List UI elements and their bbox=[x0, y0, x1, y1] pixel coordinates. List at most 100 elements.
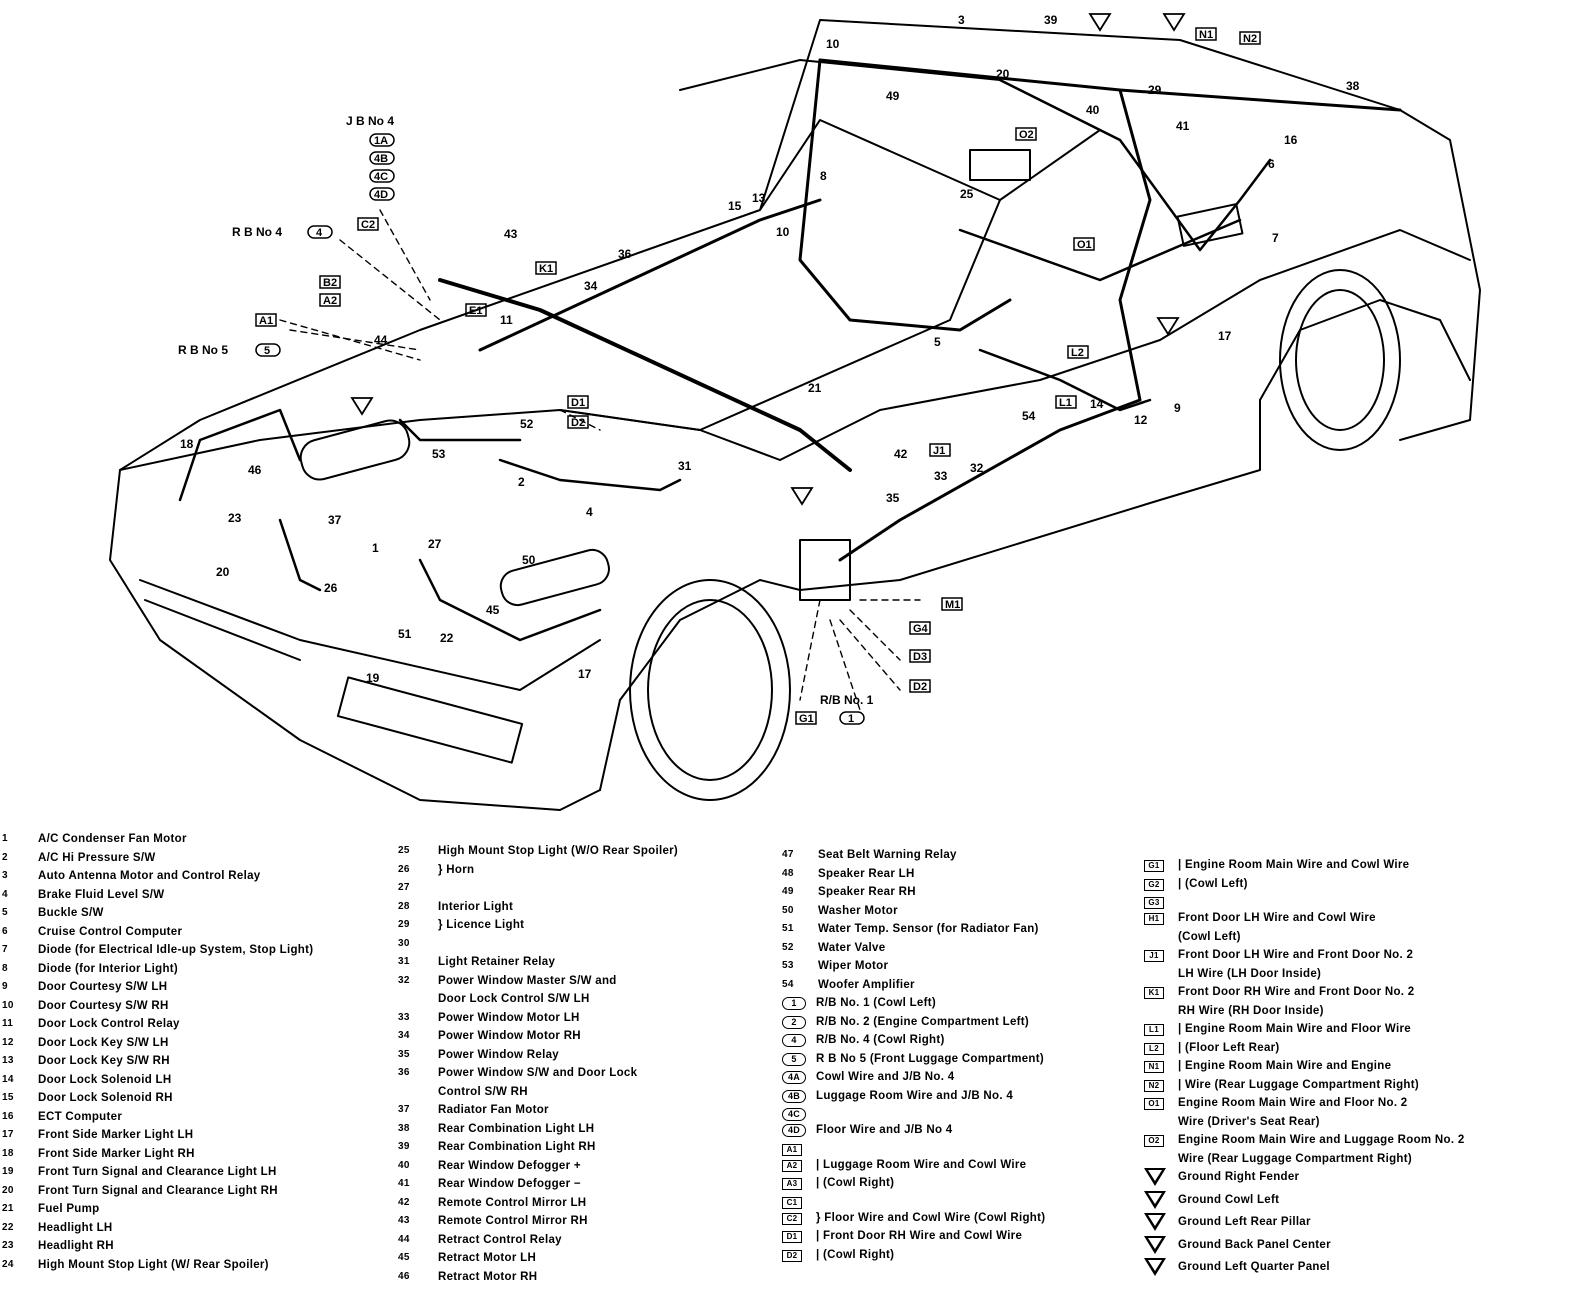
legend-item: Ground Cowl Left bbox=[1144, 1190, 1564, 1210]
legend-number: 23 bbox=[2, 1240, 14, 1251]
svg-text:15: 15 bbox=[728, 199, 742, 213]
relay-block-symbol-icon: 4A bbox=[782, 1068, 816, 1084]
svg-text:44: 44 bbox=[374, 333, 388, 347]
legend-number: 6 bbox=[2, 925, 8, 937]
legend-text: Brake Fluid Level S/W bbox=[38, 888, 165, 901]
legend-item: Ground Left Rear Pillar bbox=[1144, 1213, 1564, 1232]
legend-text: Front Door LH Wire and Front Door No. 2 … bbox=[1178, 949, 1414, 980]
legend-number: 12 bbox=[2, 1036, 14, 1048]
legend-number: 8 bbox=[2, 962, 8, 974]
legend-text: Door Lock Control Relay bbox=[38, 1018, 180, 1030]
conn-n1: N1 bbox=[1199, 29, 1213, 41]
svg-text:20: 20 bbox=[996, 67, 1010, 81]
svg-text:9: 9 bbox=[1174, 401, 1181, 415]
conn-a2: A2 bbox=[323, 295, 337, 307]
conn-l2: L2 bbox=[1071, 347, 1084, 359]
connector-symbol-icon: L1 bbox=[1144, 1020, 1178, 1036]
legend-item: N1| Engine Room Main Wire and Engine bbox=[1144, 1057, 1564, 1076]
legend-item: 15 Door Lock Solenoid RH bbox=[2, 1089, 382, 1108]
legend-number: 25 bbox=[398, 845, 410, 856]
svg-text:39: 39 bbox=[1044, 13, 1058, 27]
svg-text:20: 20 bbox=[216, 565, 230, 579]
svg-text:11: 11 bbox=[500, 313, 513, 327]
svg-text:43: 43 bbox=[504, 227, 518, 241]
legend-text: Door Lock Solenoid RH bbox=[38, 1092, 173, 1104]
legend-text: Front Side Marker Light LH bbox=[38, 1129, 194, 1141]
legend-number: 34 bbox=[398, 1030, 410, 1041]
legend-number: 29 bbox=[398, 919, 410, 930]
svg-text:1: 1 bbox=[372, 541, 379, 555]
rb-no4-label: R B No 4 bbox=[232, 225, 282, 239]
legend-number: 45 bbox=[398, 1252, 410, 1263]
legend-text: R/B No. 1 (Cowl Left) bbox=[816, 997, 937, 1009]
legend-text: | Wire (Rear Luggage Compartment Right) bbox=[1178, 1078, 1419, 1091]
connector-symbol-icon: N1 bbox=[1144, 1057, 1178, 1073]
legend-text: Wiper Motor bbox=[818, 960, 889, 972]
legend-number: 14 bbox=[2, 1073, 14, 1085]
svg-text:49: 49 bbox=[886, 89, 900, 103]
legend-text: Speaker Rear RH bbox=[818, 886, 916, 898]
conn-o1: O1 bbox=[1077, 239, 1092, 251]
svg-text:18: 18 bbox=[180, 437, 194, 451]
legend-number: 16 bbox=[2, 1110, 14, 1122]
relay-block-symbol-icon: 4B bbox=[782, 1087, 816, 1103]
conn-d4: D2 bbox=[913, 681, 927, 693]
legend-item: 27 bbox=[398, 879, 778, 898]
svg-text:7: 7 bbox=[1272, 231, 1279, 245]
legend-text: | (Cowl Left) bbox=[1178, 877, 1248, 890]
legend-text: Cowl Wire and J/B No. 4 bbox=[816, 1071, 955, 1083]
svg-text:42: 42 bbox=[894, 447, 908, 461]
conn-o2: O2 bbox=[1019, 129, 1034, 141]
svg-text:16: 16 bbox=[1284, 133, 1298, 147]
legend-text: } Floor Wire and Cowl Wire (Cowl Right) bbox=[816, 1211, 1046, 1224]
legend-number: 15 bbox=[2, 1092, 14, 1103]
legend-text: High Mount Stop Light (W/ Rear Spoiler) bbox=[38, 1258, 269, 1271]
component-number-labels: 1 2 3 4 5 6 7 8 9 10 10 11 12 13 14 15 1… bbox=[180, 13, 1360, 685]
legend-text: High Mount Stop Light (W/O Rear Spoiler) bbox=[438, 845, 679, 857]
legend-number: 37 bbox=[398, 1104, 410, 1115]
legend-item: 30 bbox=[398, 935, 778, 954]
legend-item: C2} Floor Wire and Cowl Wire (Cowl Right… bbox=[782, 1209, 1122, 1228]
conn-j1: J1 bbox=[933, 445, 945, 457]
legend-number: 26 bbox=[398, 863, 410, 875]
legend-item: D2| (Cowl Right) bbox=[782, 1246, 1122, 1265]
legend-number: 9 bbox=[2, 981, 8, 992]
legend-number: 27 bbox=[398, 882, 410, 893]
legend-text: | Engine Room Main Wire and Floor Wire bbox=[1178, 1023, 1411, 1035]
legend-number: 47 bbox=[782, 849, 794, 860]
legend-number: 3 bbox=[2, 870, 8, 881]
legend-text: Engine Room Main Wire and Floor No. 2 Wi… bbox=[1178, 1097, 1408, 1128]
svg-text:36: 36 bbox=[618, 247, 632, 261]
relay-block-symbol-icon: 4D bbox=[782, 1121, 816, 1137]
connector-symbol-icon: C2 bbox=[782, 1209, 816, 1225]
legend-item: C1 bbox=[782, 1193, 1122, 1209]
conn-d3: D3 bbox=[913, 651, 927, 663]
legend-item: 29} Licence Light bbox=[398, 916, 778, 935]
legend-text: | Front Door RH Wire and Cowl Wire bbox=[816, 1230, 1023, 1242]
connector-symbol-icon: N2 bbox=[1144, 1076, 1178, 1092]
legend-text: Power Window Relay bbox=[438, 1048, 559, 1061]
connector-symbol-icon: G1 bbox=[1144, 856, 1178, 872]
legend-number: 18 bbox=[2, 1147, 14, 1159]
connector-symbol-icon: A2 bbox=[782, 1156, 816, 1172]
relay-block-symbol-icon: 1 bbox=[782, 994, 816, 1010]
legend-text: | Engine Room Main Wire and Engine bbox=[1178, 1060, 1392, 1072]
legend-text: ECT Computer bbox=[38, 1110, 123, 1123]
legend-number: 33 bbox=[398, 1011, 410, 1023]
svg-text:45: 45 bbox=[486, 603, 500, 617]
legend-text: Seat Belt Warning Relay bbox=[818, 849, 957, 861]
rb4-code: 4 bbox=[316, 227, 323, 239]
legend-text: Ground Right Fender bbox=[1178, 1171, 1300, 1183]
